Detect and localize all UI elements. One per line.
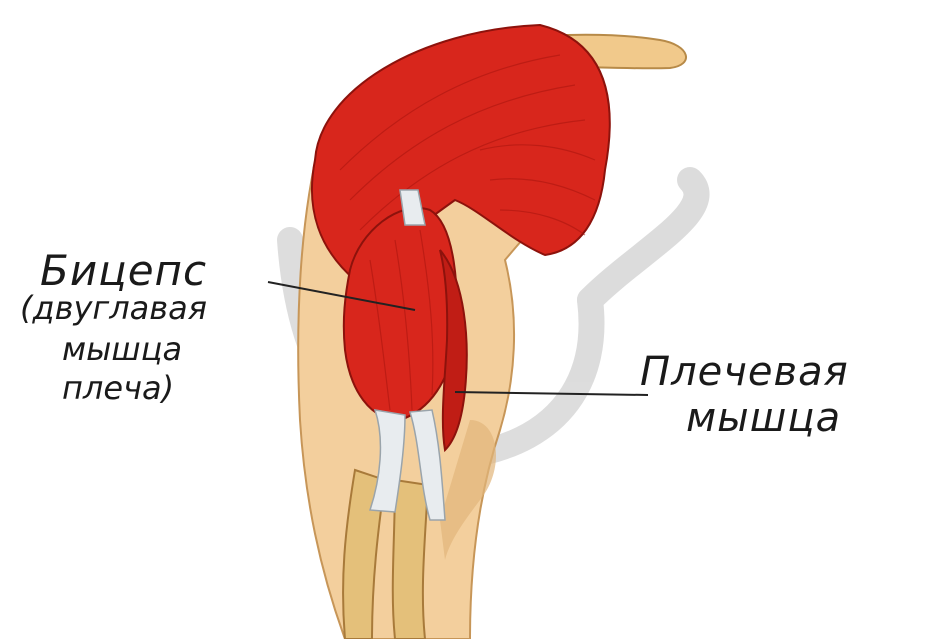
biceps-label-line2: мышца bbox=[62, 333, 182, 365]
brachialis-label-line1: Плечевая bbox=[640, 352, 849, 392]
biceps-label-title: Бицепс bbox=[40, 250, 207, 292]
biceps-label-line3: плеча) bbox=[62, 372, 174, 404]
biceps-label-line1: (двуглавая bbox=[20, 292, 207, 324]
brachialis-label-line2: мышца bbox=[686, 398, 841, 438]
